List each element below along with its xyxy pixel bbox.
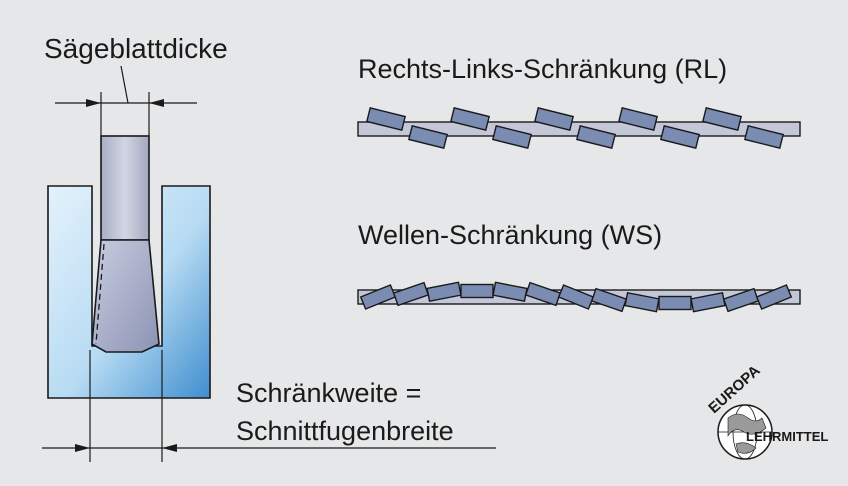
rl-teeth [365,107,785,149]
rl-tooth [743,125,785,149]
ws-set-illustration: Wellen-Schränkung (WS) [357,220,801,313]
ws-tooth [359,284,397,310]
ws-tooth [590,287,628,313]
rl-title: Rechts-Links-Schränkung (RL) [358,54,727,84]
kerf-dimension [42,444,496,452]
hidden-edge [95,243,105,345]
rl-tooth [617,107,659,131]
ws-tooth [624,291,660,313]
kerf-label-line1: Schränkweite = [236,378,421,408]
europa-lehrmittel-logo: EUROPA LEHRMITTEL [705,362,828,460]
kerf-label-line2: Schnittfugenbreite [236,416,454,446]
ws-tooth [392,281,430,307]
blade-thickness-dimension [55,65,197,107]
rl-tooth [407,125,449,149]
workpiece [47,185,211,399]
ws-tooth [524,281,562,307]
cross-section: Sägeblattdicke [42,33,496,462]
rl-tooth [701,107,743,131]
ws-title: Wellen-Schränkung (WS) [358,220,662,250]
rl-set-illustration: Rechts-Links-Schränkung (RL) [357,54,801,149]
ws-tooth [658,295,692,311]
ws-tooth [426,281,462,303]
saw-blade [100,135,150,241]
ws-tooth [460,283,494,299]
blade-thickness-label: Sägeblattdicke [44,33,228,64]
saw-tooth [91,239,160,353]
rl-tooth [659,125,701,149]
rl-tooth [449,107,491,131]
rl-tooth [491,125,533,149]
rl-tooth [575,125,617,149]
logo-text-lehrmittel: LEHRMITTEL [746,429,828,444]
ws-tooth [722,287,760,313]
ws-tooth [557,284,595,310]
rl-tooth [533,107,575,131]
ws-teeth [359,281,793,313]
ws-tooth [755,284,793,310]
rl-tooth [365,107,407,131]
